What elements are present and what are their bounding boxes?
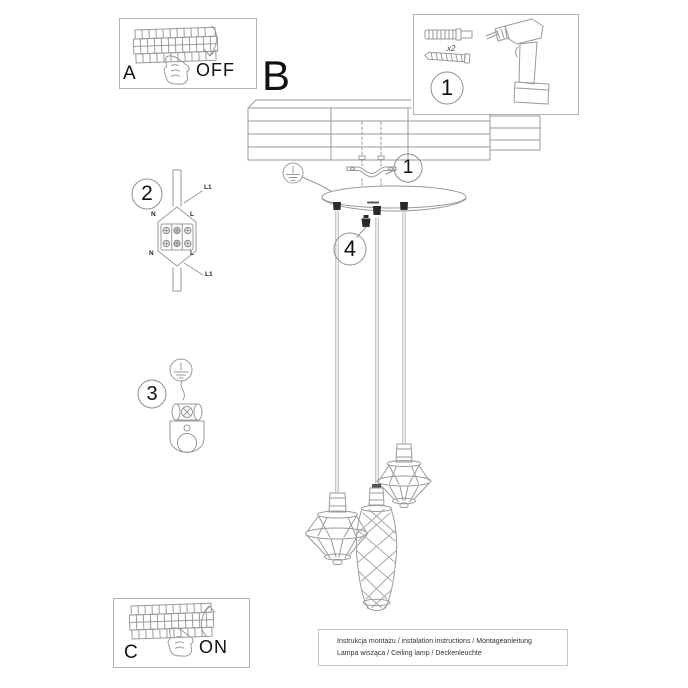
footer-line-1: Instrukcja montażu / instalation instruc…	[337, 638, 532, 645]
pendant-lamp-center-icon	[356, 484, 396, 611]
callout-wiring-number: 2	[141, 182, 153, 205]
pendant-lamp-right-icon	[377, 444, 431, 508]
power-off-label: OFF	[196, 60, 235, 80]
ground-terminal-icon	[170, 359, 204, 453]
callout-grip-number: 4	[343, 236, 357, 261]
wire-feed-top-label: L1	[204, 184, 212, 191]
step-a-box	[119, 18, 257, 89]
ground-symbol-icon	[283, 163, 331, 191]
mounting-bracket-icon	[347, 167, 396, 186]
screw-quantity-label: x2	[447, 44, 456, 53]
callout-bracket-number: 1	[402, 157, 414, 178]
section-b-label: B	[262, 52, 291, 99]
wire-feed-bottom-label: L1	[205, 271, 213, 278]
wire-live-out-label: L	[190, 250, 194, 257]
drill-icon	[486, 19, 549, 104]
arrow-down-icon	[204, 26, 217, 56]
arrow-up-icon	[201, 606, 215, 636]
footer-caption-box: Instrukcja montażu / instalation instruc…	[318, 629, 568, 666]
parts-box-number: 1	[440, 75, 454, 100]
step-c-label: C	[124, 642, 138, 663]
wire-live-in-label: L	[190, 211, 194, 218]
ceiling-icon	[248, 100, 540, 160]
canopy-icon	[322, 186, 466, 227]
step-a-label: A	[123, 63, 136, 84]
pendant-lamp-left-icon	[306, 493, 368, 565]
callout-ground-number: 3	[146, 382, 158, 405]
callout-circles	[132, 72, 463, 408]
tools-parts-box	[413, 14, 579, 115]
wire-neutral-in-label: N	[151, 211, 156, 218]
terminal-block-icon	[158, 170, 203, 291]
wire-neutral-out-label: N	[149, 250, 154, 257]
step-c-box	[113, 598, 250, 668]
wall-plug-icon	[425, 29, 472, 40]
screw-icon	[424, 51, 470, 63]
footer-line-2: Lampa wisząca / Ceiling lamp / Deckenleu…	[337, 649, 482, 657]
mounting-screws-icon	[359, 122, 384, 166]
power-on-label: ON	[199, 637, 228, 657]
